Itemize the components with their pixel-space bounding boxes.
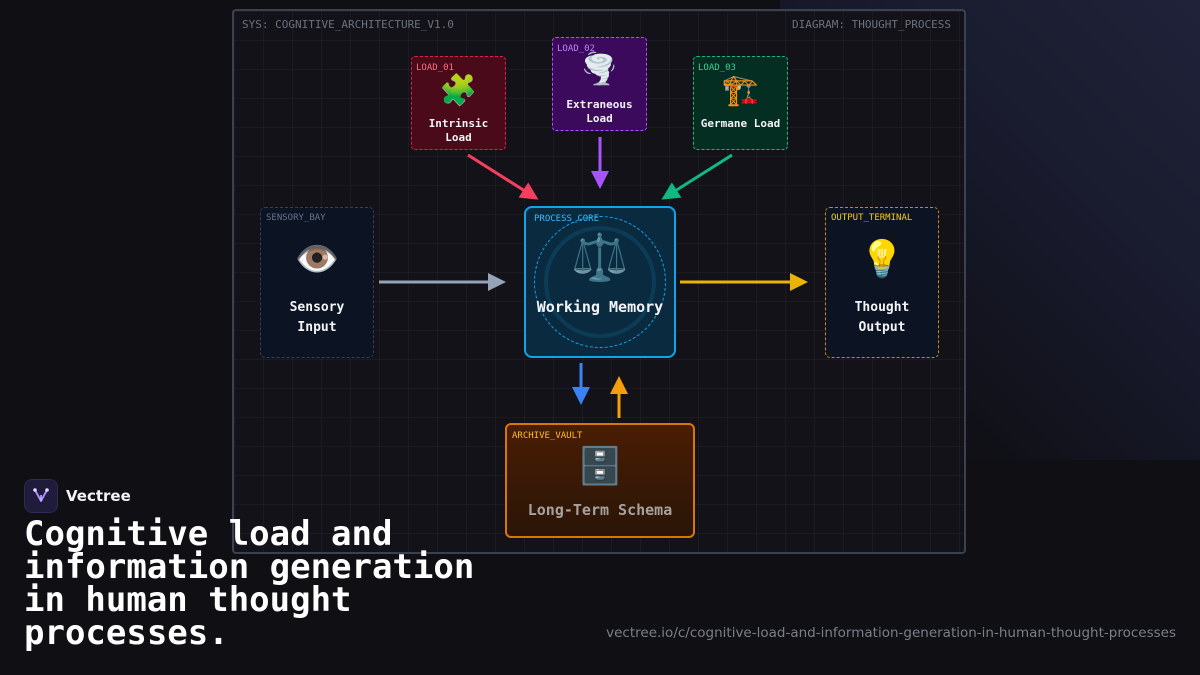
puzzle-icon: 🧩 [439, 73, 478, 108]
node-title: Working Memory [536, 298, 664, 316]
node-tag: PROCESS_CORE [534, 214, 600, 224]
sensory-input-node: SENSORY_BAY 👁️ Sensory Input [260, 207, 374, 358]
node-tag: ARCHIVE_VAULT [512, 431, 583, 441]
intrinsic-load-node: LOAD_01 🧩 Intrinsic Load [411, 56, 506, 150]
vectree-logo-icon [24, 479, 58, 513]
node-title: Sensory Input [289, 300, 345, 335]
eye-icon: 👁️ [294, 239, 340, 280]
system-label: SYS: COGNITIVE_ARCHITECTURE_V1.0 [242, 18, 454, 31]
node-title: Thought Output [854, 300, 910, 335]
arrow-intrinsic [467, 153, 539, 200]
arrow-germane [661, 153, 733, 200]
node-title: Long-Term Schema [527, 501, 673, 519]
core-ring-outer [534, 216, 666, 348]
lightbulb-icon: 💡 [859, 239, 905, 280]
balance-scale-icon: ⚖️ [571, 230, 629, 284]
brand-name: Vectree [66, 487, 131, 505]
working-memory-node: PROCESS_CORE ⚖️ Working Memory [524, 206, 676, 358]
source-url[interactable]: vectree.io/c/cognitive-load-and-informat… [606, 625, 1176, 641]
page-title: Cognitive load and information generatio… [24, 514, 475, 653]
construction-icon: 🏗️ [721, 73, 760, 108]
node-title: Intrinsic Load [428, 117, 489, 144]
tornado-icon: 🌪️ [580, 52, 619, 87]
node-tag: LOAD_01 [416, 63, 454, 73]
extraneous-load-node: LOAD_02 🌪️ Extraneous Load [552, 37, 647, 131]
node-title: Extraneous Load [566, 98, 633, 125]
core-ring-inner [544, 226, 656, 338]
node-tag: SENSORY_BAY [266, 213, 326, 223]
node-tag: LOAD_03 [698, 63, 736, 73]
thought-output-node: OUTPUT_TERMINAL 💡 Thought Output [825, 207, 939, 358]
brand[interactable]: Vectree [24, 479, 131, 513]
node-tag: OUTPUT_TERMINAL [831, 213, 913, 223]
node-tag: LOAD_02 [557, 44, 595, 54]
node-title: Germane Load [700, 117, 781, 130]
long-term-schema-node: ARCHIVE_VAULT 🗄️ Long-Term Schema [505, 423, 695, 538]
file-cabinet-icon: 🗄️ [577, 446, 623, 487]
germane-load-node: LOAD_03 🏗️ Germane Load [693, 56, 788, 150]
diagram-label: DIAGRAM: THOUGHT_PROCESS [792, 18, 951, 31]
